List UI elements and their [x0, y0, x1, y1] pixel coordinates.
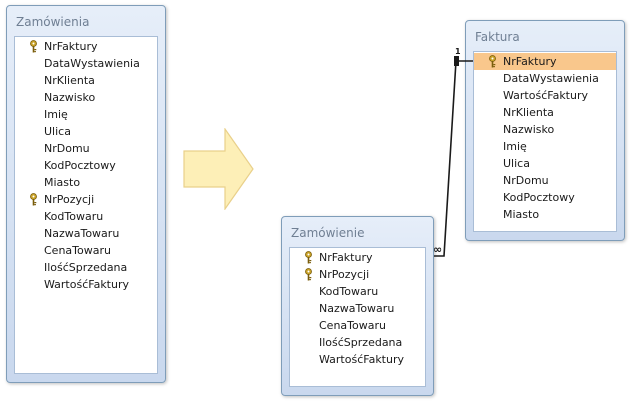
primary-key-icon: [488, 55, 497, 68]
field-row[interactable]: Miasto: [15, 174, 157, 191]
field-row[interactable]: NrFaktury: [474, 53, 616, 70]
field-row[interactable]: NazwaTowaru: [15, 225, 157, 242]
field-name: Imię: [44, 108, 68, 121]
field-name: NrFaktury: [44, 40, 98, 53]
primary-key-icon: [29, 40, 38, 53]
table-title: Zamówienie: [291, 226, 365, 240]
field-name: WartośćFaktury: [503, 89, 589, 102]
field-name: Nazwisko: [503, 123, 555, 136]
primary-key-icon: [29, 193, 38, 206]
field-row[interactable]: Miasto: [474, 206, 616, 223]
field-name: WartośćFaktury: [44, 278, 130, 291]
table-title: Zamówienia: [16, 15, 90, 29]
field-name: NrKlienta: [503, 106, 554, 119]
field-name: KodTowaru: [44, 210, 104, 223]
field-name: NrFaktury: [503, 55, 557, 68]
field-name: NrFaktury: [319, 251, 373, 264]
field-name: NazwaTowaru: [319, 302, 395, 315]
field-row[interactable]: IlośćSprzedana: [290, 334, 425, 351]
relationship-one-label: 1: [455, 47, 461, 56]
field-name: NazwaTowaru: [44, 227, 120, 240]
field-row[interactable]: WartośćFaktury: [15, 276, 157, 293]
field-name: DataWystawienia: [503, 72, 599, 85]
field-row[interactable]: WartośćFaktury: [474, 87, 616, 104]
field-name: IlośćSprzedana: [44, 261, 128, 274]
field-row[interactable]: KodTowaru: [290, 283, 425, 300]
field-row[interactable]: NrPozycji: [15, 191, 157, 208]
field-row[interactable]: NrFaktury: [15, 38, 157, 55]
field-row[interactable]: NazwaTowaru: [290, 300, 425, 317]
field-row[interactable]: Ulica: [15, 123, 157, 140]
arrow-right-icon: [183, 128, 254, 210]
field-name: KodTowaru: [319, 285, 379, 298]
field-name: KodPocztowy: [503, 191, 575, 204]
field-name: CenaTowaru: [44, 244, 111, 257]
field-name: NrDomu: [44, 142, 90, 155]
field-row[interactable]: Nazwisko: [15, 89, 157, 106]
field-name: IlośćSprzedana: [319, 336, 403, 349]
field-row[interactable]: NrDomu: [15, 140, 157, 157]
field-row[interactable]: NrKlienta: [474, 104, 616, 121]
field-name: CenaTowaru: [319, 319, 386, 332]
field-row[interactable]: KodPocztowy: [474, 189, 616, 206]
field-name: NrPozycji: [44, 193, 95, 206]
field-name: WartośćFaktury: [319, 353, 405, 366]
field-name: Ulica: [503, 157, 530, 170]
field-name: Ulica: [44, 125, 71, 138]
field-row[interactable]: Imię: [15, 106, 157, 123]
relationship-many-label: ∞: [433, 243, 442, 256]
field-row[interactable]: DataWystawienia: [474, 70, 616, 87]
primary-key-icon: [304, 268, 313, 281]
field-name: NrPozycji: [319, 268, 370, 281]
field-row[interactable]: NrPozycji: [290, 266, 425, 283]
field-name: KodPocztowy: [44, 159, 116, 172]
field-row[interactable]: IlośćSprzedana: [15, 259, 157, 276]
field-row[interactable]: Ulica: [474, 155, 616, 172]
field-row[interactable]: KodPocztowy: [15, 157, 157, 174]
field-name: Miasto: [503, 208, 540, 221]
field-row[interactable]: CenaTowaru: [15, 242, 157, 259]
field-row[interactable]: DataWystawienia: [15, 55, 157, 72]
primary-key-icon: [304, 251, 313, 264]
field-name: Miasto: [44, 176, 81, 189]
field-row[interactable]: NrDomu: [474, 172, 616, 189]
field-row[interactable]: NrFaktury: [290, 249, 425, 266]
table-title: Faktura: [475, 30, 520, 44]
field-row[interactable]: CenaTowaru: [290, 317, 425, 334]
field-row[interactable]: NrKlienta: [15, 72, 157, 89]
field-row[interactable]: KodTowaru: [15, 208, 157, 225]
field-row[interactable]: Nazwisko: [474, 121, 616, 138]
field-row[interactable]: WartośćFaktury: [290, 351, 425, 368]
field-row[interactable]: Imię: [474, 138, 616, 155]
field-name: Nazwisko: [44, 91, 96, 104]
field-name: NrKlienta: [44, 74, 95, 87]
field-name: Imię: [503, 140, 527, 153]
field-name: NrDomu: [503, 174, 549, 187]
field-name: DataWystawienia: [44, 57, 140, 70]
